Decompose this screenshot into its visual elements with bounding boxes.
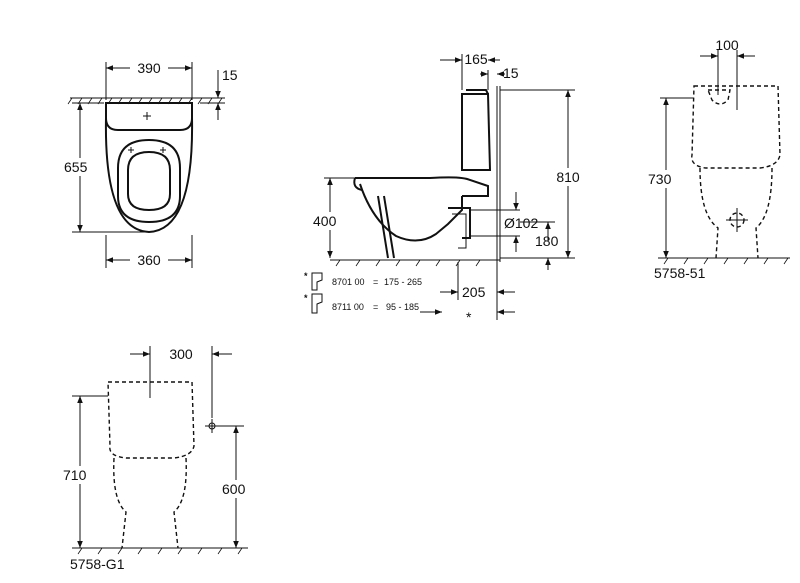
dim-top-width: 390 [137,60,161,76]
dim-connection-height: 600 [222,481,246,497]
dim-outlet-offset: 205 [462,284,486,300]
dim-height-51: 730 [648,171,672,187]
dim-tank-depth: 165 [464,51,488,67]
dim-outlet-height: 180 [535,233,559,249]
dim-top-depth: 655 [64,159,88,175]
dim-bottom-width: 360 [137,252,161,268]
dim-inlet-offset-g1: 300 [169,346,193,362]
model-label-51: 5758-51 [654,265,706,281]
model-label-g1: 5758-G1 [70,556,125,572]
dim-inlet-offset-51: 100 [715,37,739,53]
dim-side-wall-gap: 15 [503,65,519,81]
front-view-5758-G1: 300 710 600 5758-G1 [62,346,256,572]
dim-height-g1: 710 [63,467,87,483]
front-view-5758-51: 100 730 5758-51 [648,37,790,281]
top-view: 390 15 655 360 [64,60,238,268]
dim-top-wall-gap: 15 [222,67,238,83]
legend-code-2: 8711 00 [332,302,364,312]
side-view: 165 15 810 400 Ø102 180 205 [304,51,584,325]
legend-marker-2: * [304,293,308,303]
dim-seat-height: 400 [313,213,337,229]
legend-range-1: 175 - 265 [384,277,422,287]
dim-outlet-diameter: Ø102 [504,215,538,231]
legend-eq-1: = [373,277,378,287]
legend-marker-1: * [304,271,308,281]
dim-star: * [466,309,472,325]
legend-code-1: 8701 00 [332,277,365,287]
legend-eq-2: = [373,302,378,312]
legend: * 8701 00 = 175 - 265 * 8711 00 = 95 - 1… [304,271,422,314]
legend-range-2: 95 - 185 [386,302,419,312]
dim-total-height: 810 [556,169,580,185]
